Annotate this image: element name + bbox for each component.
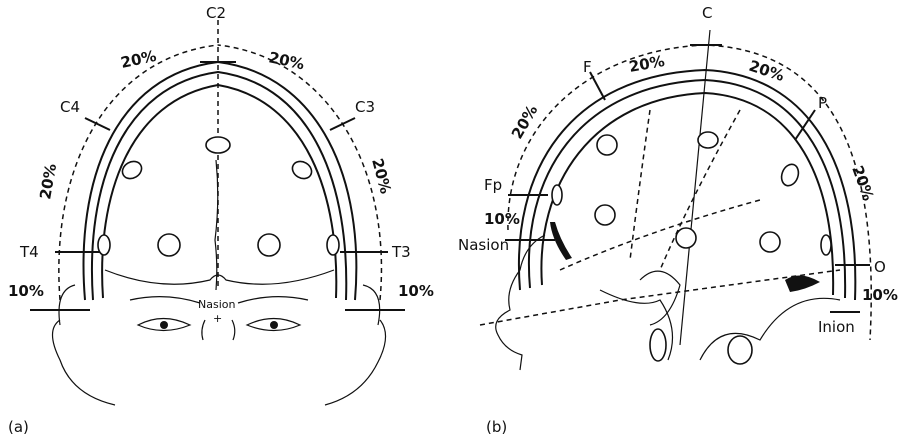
caption-a: (a) [8, 418, 29, 436]
electrode-p [779, 162, 802, 188]
horizontal-plane [480, 270, 840, 325]
right-pupil [270, 321, 278, 329]
percent-top-right: 20% [267, 48, 306, 73]
nose-right [232, 320, 235, 340]
panel-b: C F P Fp O 20% 20% 20% 20% 10% 10% Nasio… [458, 4, 898, 436]
percent-b-2: 20% [628, 52, 666, 76]
caption-b: (b) [486, 418, 507, 436]
label-fp: Fp [484, 176, 502, 194]
percent-b-1: 20% [508, 102, 542, 142]
label-c: C [702, 4, 712, 22]
electrode-right-mid [258, 234, 280, 256]
nasion-cross: + [213, 312, 222, 325]
electrode-t-lateral [760, 232, 780, 252]
percent-b-front: 10% [484, 210, 520, 228]
percent-bottom-left: 10% [8, 282, 44, 300]
mastoid-left [650, 329, 666, 361]
panel-a: + C2 C4 C3 T4 T3 20% 20% 20% 20% 10% 10%… [8, 4, 434, 436]
brain-base-curve [105, 270, 334, 284]
nose-left [202, 320, 205, 340]
electrode-t3 [327, 235, 339, 255]
label-inion: Inion [818, 318, 855, 336]
electrode-left-mid [158, 234, 180, 256]
midline-fissure [215, 160, 218, 290]
sulcus-line-3 [560, 200, 760, 270]
label-c3: C3 [355, 98, 375, 116]
skull-outline-middle [92, 72, 346, 300]
electrode-o [821, 235, 831, 255]
label-o: O [874, 258, 886, 276]
left-ear [59, 285, 75, 325]
jaw-and-neck [600, 290, 840, 360]
label-t4: T4 [19, 243, 39, 261]
label-c2: C2 [206, 4, 226, 22]
mastoid-right [728, 336, 752, 364]
label-t3: T3 [391, 243, 411, 261]
label-c4: C4 [60, 98, 80, 116]
sulcus-line-1 [630, 110, 650, 260]
marker-c4 [85, 118, 110, 130]
percent-b-back: 10% [862, 286, 898, 304]
electrode-fp [552, 185, 562, 205]
electrode-c3-inner [289, 158, 314, 182]
left-brow [130, 297, 200, 303]
central-line [680, 30, 710, 345]
electrode-c-mid [676, 228, 696, 248]
percent-top-left: 20% [119, 47, 158, 72]
marker-f [590, 72, 605, 100]
electrode-f [597, 135, 617, 155]
electrode-fp-inner [595, 205, 615, 225]
label-f: F [583, 58, 592, 76]
right-brow [238, 297, 308, 303]
label-nasion-b: Nasion [458, 236, 509, 254]
percent-b-3: 20% [747, 57, 787, 85]
percent-b-4: 20% [848, 163, 877, 203]
percent-side-left: 20% [36, 162, 60, 200]
label-nasion-a: Nasion [198, 298, 235, 311]
label-p: P [818, 94, 827, 112]
right-ear [363, 285, 380, 325]
ear-lateral [640, 271, 680, 325]
electrode-cz [206, 137, 230, 153]
skull-outline-outer [84, 62, 357, 300]
face-outline [53, 320, 386, 405]
inion-marker-shape [785, 275, 820, 292]
electrode-c [698, 132, 718, 148]
forehead-profile [496, 235, 545, 370]
left-pupil [160, 321, 168, 329]
percent-bottom-right: 10% [398, 282, 434, 300]
